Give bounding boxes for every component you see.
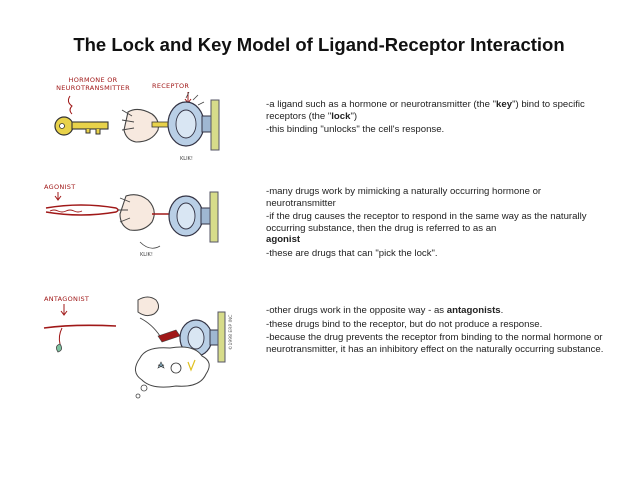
antagonist-illustration: ©1998 ERP INC <box>43 296 234 399</box>
text-line: -many drugs work by mimicking a naturall… <box>266 186 542 209</box>
agonist-label: AGONIST <box>44 183 76 191</box>
receptor-label: RECEPTOR <box>152 82 190 90</box>
copyright-text: ©1998 ERP INC <box>227 315 234 350</box>
ligand-label: HORMONE OR NEUROTRANSMITTER <box>56 76 130 92</box>
section-lock-and-key: HORMONE OR NEUROTRANSMITTER RECEPTOR KLI… <box>0 70 638 170</box>
text-line: -these are drugs that can "pick the lock… <box>266 247 438 259</box>
antagonist-label: ANTAGONIST <box>44 295 90 303</box>
bobby-pin-icon <box>45 204 119 216</box>
section-text-agonist: -many drugs work by mimicking a naturall… <box>266 186 606 262</box>
agonist-illustration: KLIK! <box>45 191 219 258</box>
text-line: -because the drug prevents the receptor … <box>266 332 604 355</box>
section-text-lock: -a ligand such as a hormone or neurotran… <box>266 99 606 138</box>
text-line: -these drugs bind to the receptor, but d… <box>266 318 543 330</box>
text-line: -this binding "unlocks" the cell's respo… <box>266 124 445 136</box>
text-line: -other drugs work in the opposite way - … <box>266 305 504 316</box>
section-text-antagonist: -other drugs work in the opposite way - … <box>266 305 606 357</box>
key-and-lock-illustration: KLIK! <box>54 91 220 162</box>
klik-sound-text: KLIK! <box>140 252 153 258</box>
section-antagonist: ANTAGONIST ©1998 ERP INC <box>0 288 638 408</box>
lock-knob-icon <box>167 99 220 151</box>
lock-knob-icon <box>168 191 219 243</box>
text-line: -if the drug causes the receptor to resp… <box>266 211 587 246</box>
twig-icon <box>43 324 117 353</box>
frustration-bubble-icon <box>135 346 210 399</box>
page-title: The Lock and Key Model of Ligand-Recepto… <box>73 34 565 55</box>
key-icon <box>54 116 109 136</box>
klik-sound-text: KLIK! <box>180 156 193 162</box>
section-agonist: AGONIST KLIK! -many drugs work by mimick… <box>0 178 638 273</box>
lock-knob-icon <box>179 311 226 363</box>
text-line: -a ligand such as a hormone or neurotran… <box>266 99 585 122</box>
